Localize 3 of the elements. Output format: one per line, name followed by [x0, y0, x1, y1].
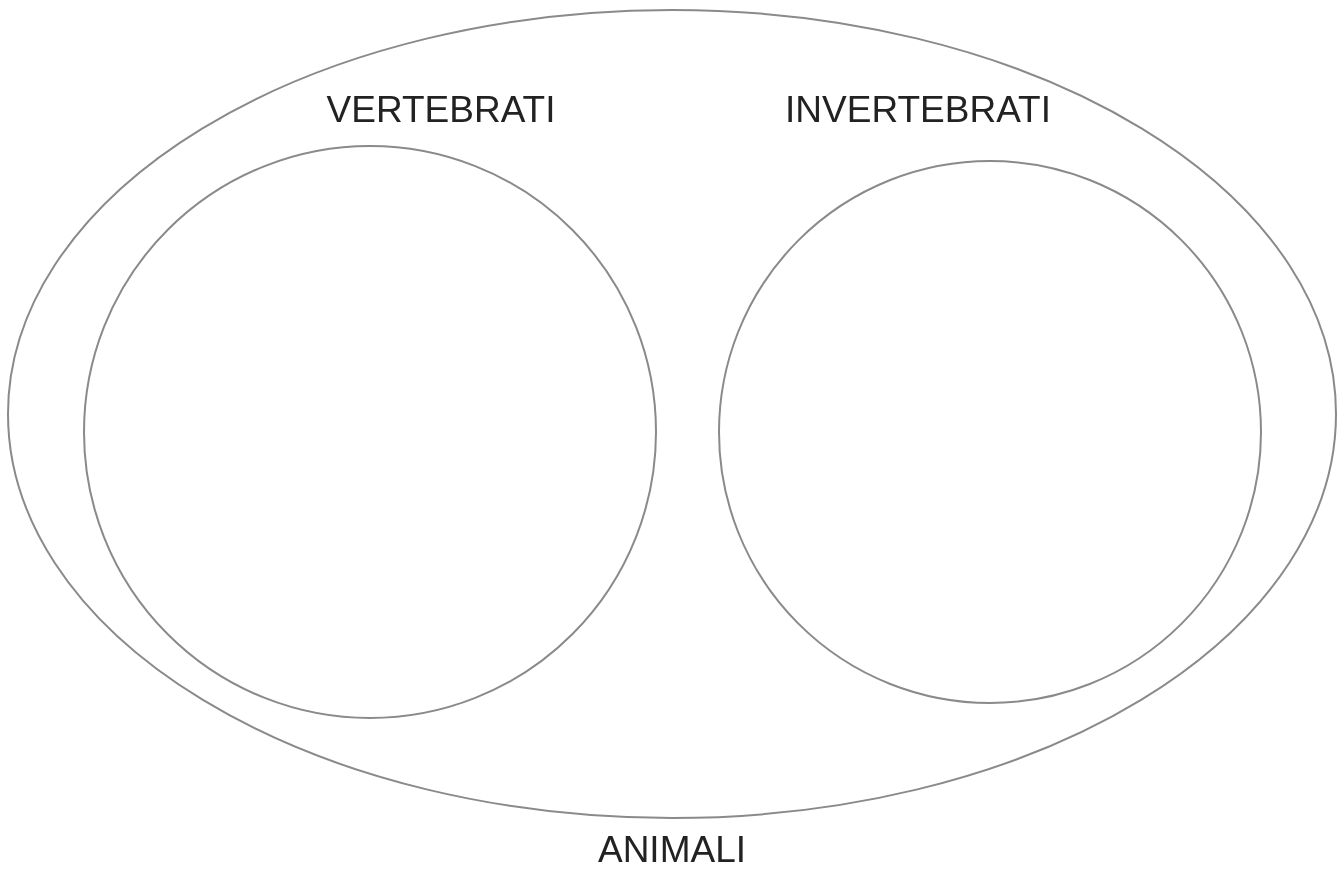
set-label: INVERTEBRATI [784, 91, 1052, 128]
set-label: ANIMALI [596, 831, 747, 868]
set-label: VERTEBRATI [325, 91, 557, 128]
